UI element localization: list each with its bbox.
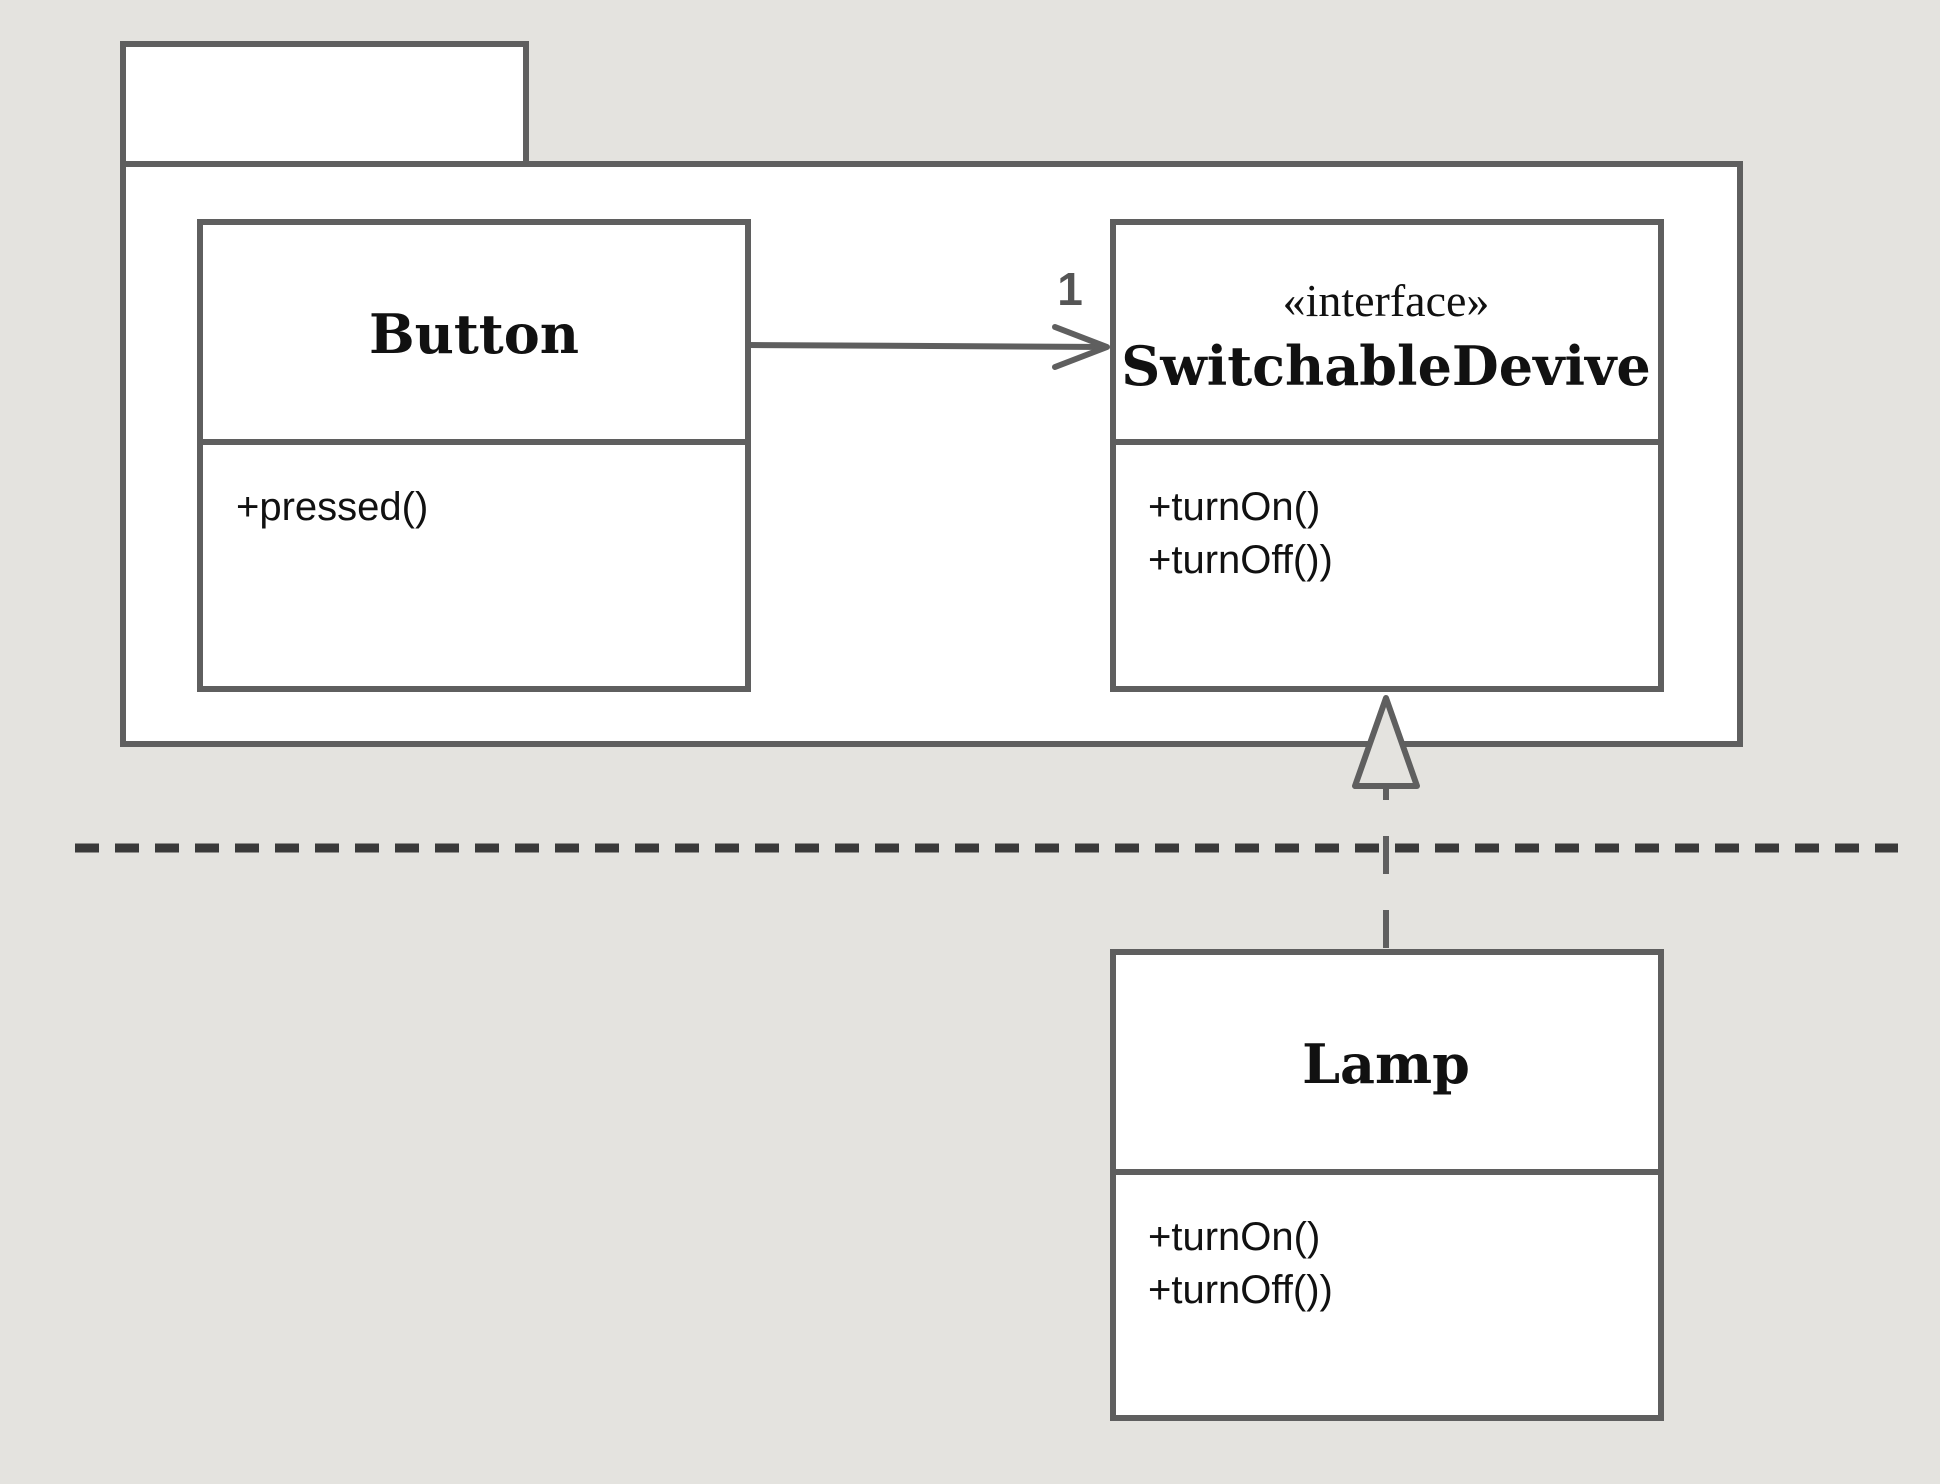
switchable-device-interface[interactable]: «interface» SwitchableDevive +turnOn() +… xyxy=(1110,219,1664,692)
interface-stereotype: «interface» xyxy=(1283,275,1490,326)
triangle-arrow-head xyxy=(1352,695,1420,789)
association-arrow[interactable]: 1 xyxy=(747,263,1110,370)
switchable-device-box xyxy=(1110,219,1664,692)
button-class[interactable]: Button +pressed() xyxy=(197,219,751,692)
switchable-device-method-turn-on: +turnOn() xyxy=(1148,485,1320,529)
switchable-device-name: SwitchableDevive xyxy=(1121,334,1651,398)
multiplicity-label: 1 xyxy=(1057,263,1083,315)
arrow-head-open xyxy=(1052,324,1110,370)
lamp-method-turn-on: +turnOn() xyxy=(1148,1215,1320,1259)
lamp-class-name: Lamp xyxy=(1302,1032,1470,1096)
lamp-class-box xyxy=(1110,949,1664,1421)
button-class-method: +pressed() xyxy=(236,485,428,529)
button-class-box xyxy=(197,219,751,692)
package-tab xyxy=(120,41,529,169)
association-line xyxy=(747,342,1108,350)
switchable-device-method-turn-off: +turnOff()) xyxy=(1148,538,1333,582)
button-class-name: Button xyxy=(369,302,579,366)
lamp-method-turn-off: +turnOff()) xyxy=(1148,1268,1333,1312)
lamp-class[interactable]: Lamp +turnOn() +turnOff()) xyxy=(1110,949,1664,1421)
realization-arrow[interactable] xyxy=(1352,695,1420,948)
